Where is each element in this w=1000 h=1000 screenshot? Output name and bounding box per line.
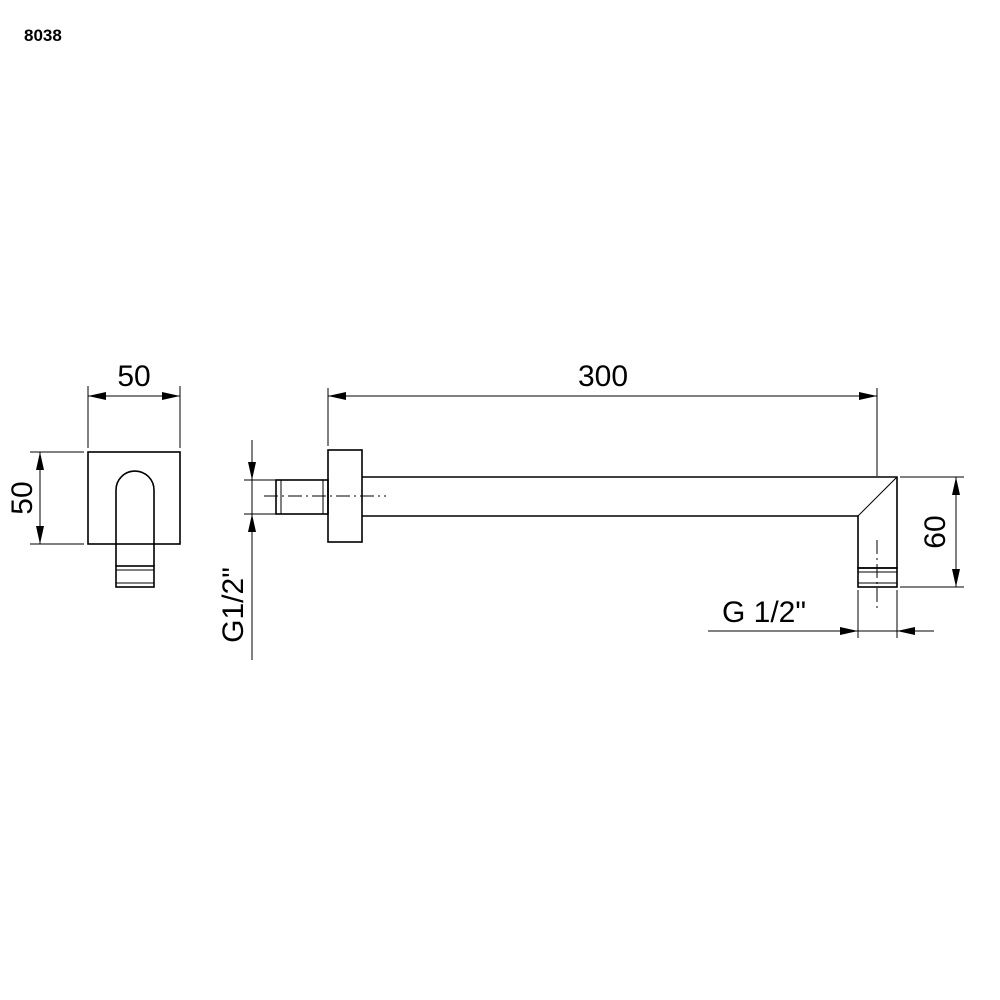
product-code: 8038 xyxy=(24,26,62,45)
dim-inlet-thread-label: G1/2" xyxy=(217,567,250,643)
dim-front-height: 50 xyxy=(6,451,84,545)
dim-arm-length-label: 300 xyxy=(578,360,628,393)
dim-inlet-thread: G1/2" xyxy=(217,440,276,660)
dim-drop-height-label: 60 xyxy=(919,515,952,548)
front-view: 50 50 xyxy=(6,360,181,588)
arm-elbow-edge xyxy=(857,476,898,517)
dim-front-width-label: 50 xyxy=(117,360,150,393)
dim-outlet-thread-label: G 1/2" xyxy=(722,596,806,629)
shower-arm xyxy=(362,476,898,569)
front-thread xyxy=(115,565,155,588)
inlet-thread xyxy=(275,479,329,515)
dim-front-height-label: 50 xyxy=(6,481,39,514)
front-outlet-body xyxy=(115,470,155,566)
dim-arm-length: 300 xyxy=(327,360,878,476)
dim-drop-height: 60 xyxy=(900,476,964,588)
side-view: 300 60 G1/2" G 1/2" xyxy=(217,360,964,660)
front-wall-plate xyxy=(87,451,181,545)
dim-front-width: 50 xyxy=(87,360,181,448)
dim-outlet-thread: G 1/2" xyxy=(708,590,934,638)
